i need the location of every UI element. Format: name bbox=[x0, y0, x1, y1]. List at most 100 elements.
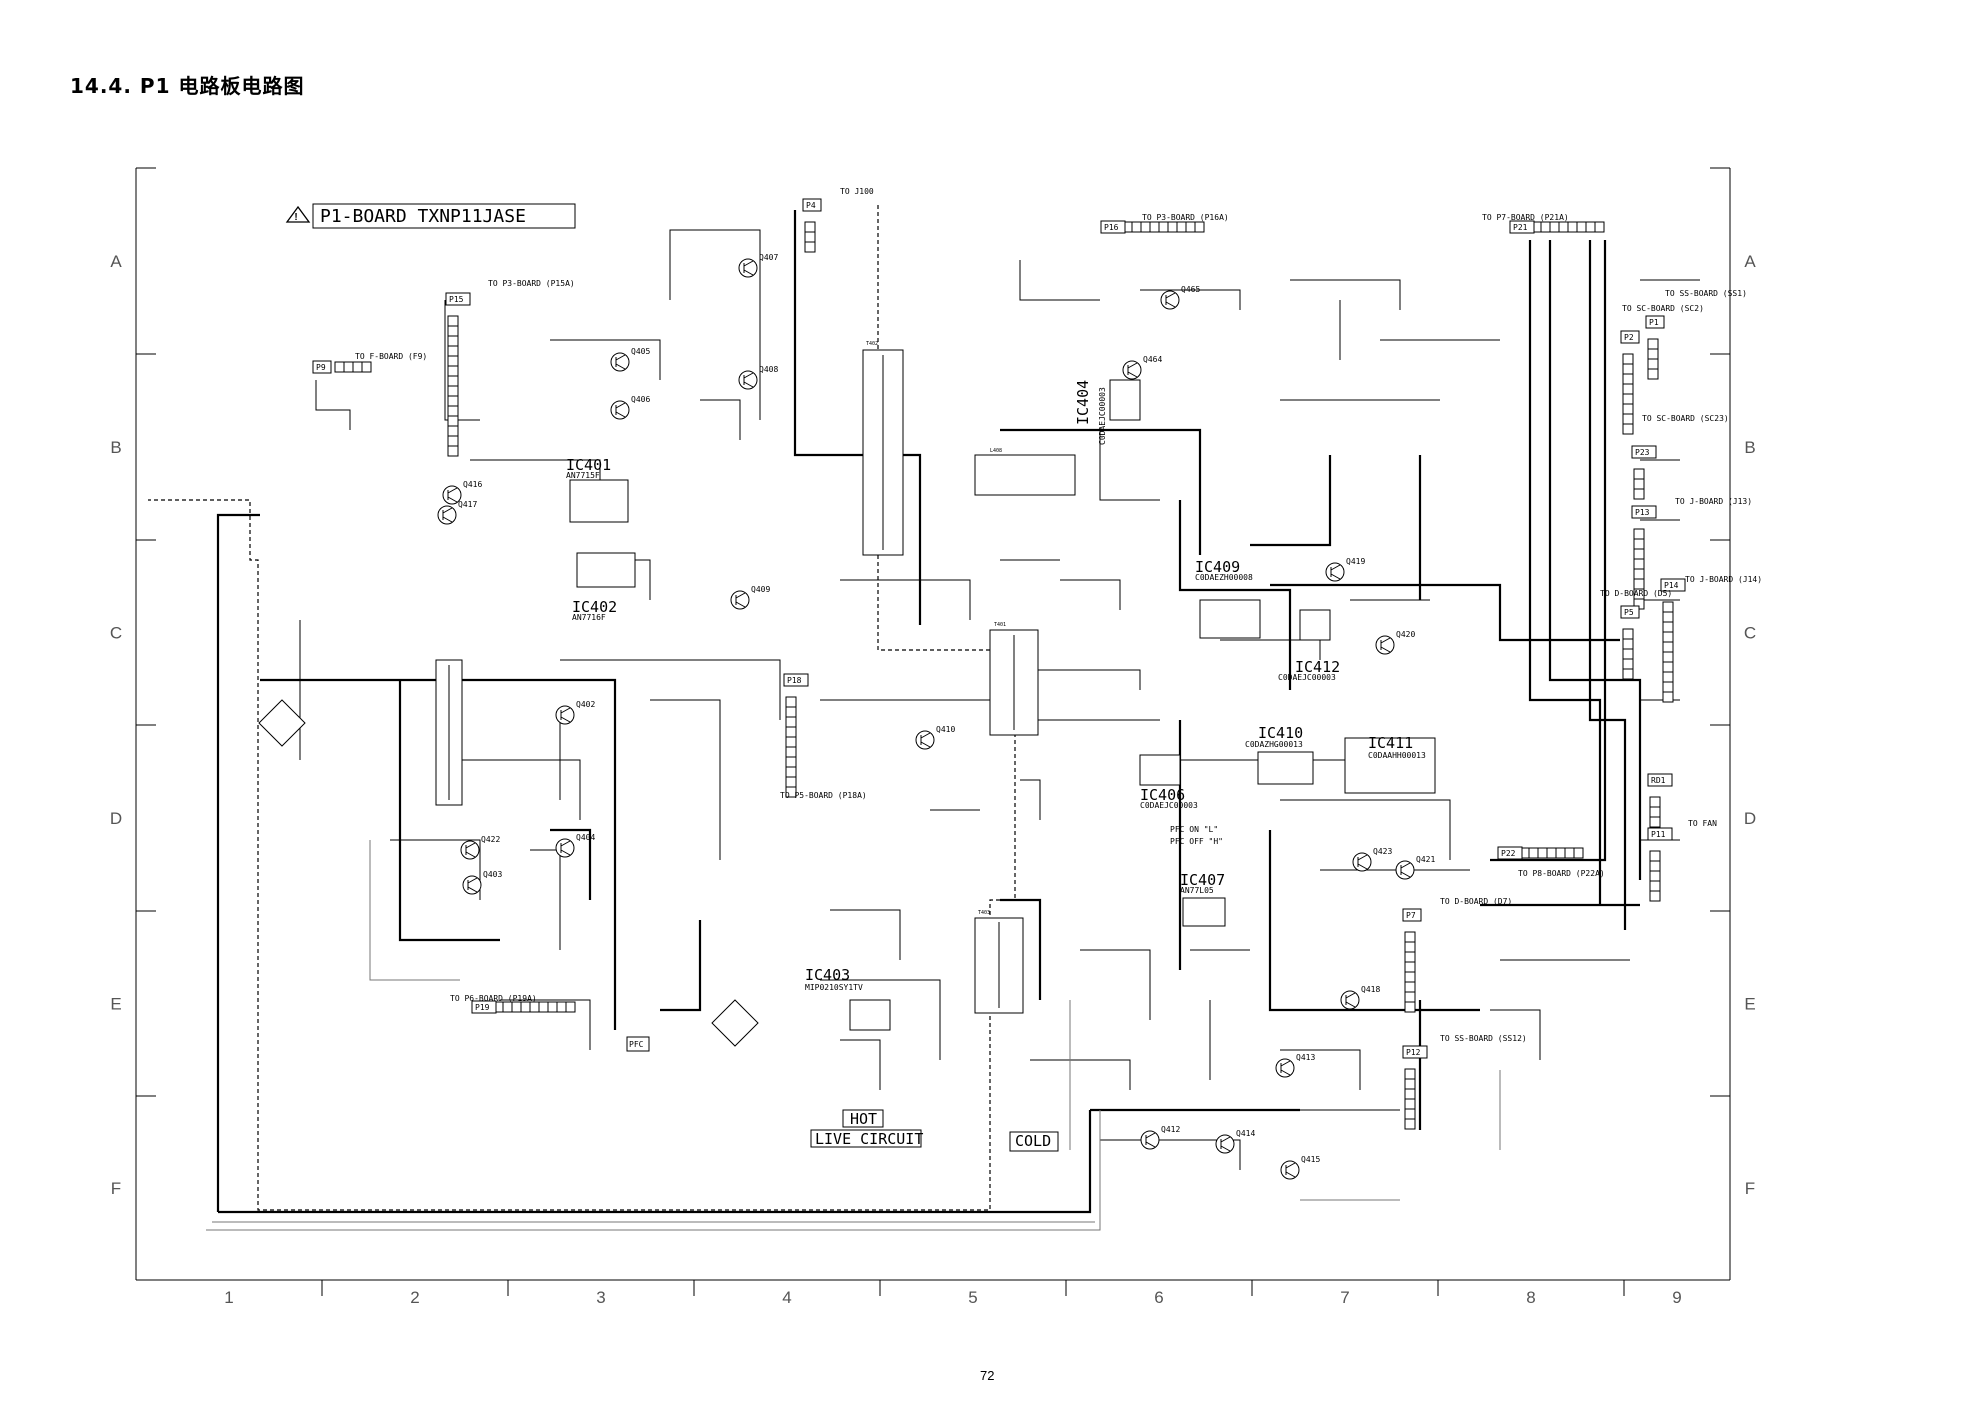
grid-row-label-right: E bbox=[1744, 995, 1755, 1014]
page-number: 72 bbox=[980, 1368, 995, 1383]
ic-name: IC411 bbox=[1368, 734, 1413, 752]
connector-pin-name: P19 bbox=[475, 1003, 490, 1012]
ic-part-number: AN7716F bbox=[572, 613, 606, 622]
transistor-label: Q465 bbox=[1181, 285, 1200, 294]
transistor-q412: Q412 bbox=[1140, 1125, 1180, 1150]
connector-p15: P15 TO P3-BOARD (P15A) bbox=[445, 279, 575, 457]
grey-wires bbox=[206, 840, 1501, 1231]
connector-destination: TO P3-BOARD (P16A) bbox=[1142, 213, 1229, 222]
connector-destination: TO J-BOARD (J13) bbox=[1675, 497, 1752, 506]
pfc-off-label: PFC OFF "H" bbox=[1170, 837, 1223, 846]
grid-row-label-left: F bbox=[111, 1179, 121, 1198]
grid-col-label: 3 bbox=[596, 1288, 605, 1307]
transistor-label: Q415 bbox=[1301, 1155, 1320, 1164]
connector-pin-name: P9 bbox=[316, 363, 326, 372]
transformer-t402: T402 bbox=[862, 341, 904, 556]
connector-destination: TO P6-BOARD (P19A) bbox=[450, 994, 537, 1003]
transistor-q419: Q419 bbox=[1325, 557, 1365, 582]
grid-col-label: 1 bbox=[224, 1288, 233, 1307]
transistor-q465: Q465 bbox=[1160, 285, 1200, 310]
connector-pin-name: P14 bbox=[1664, 581, 1679, 590]
transistor-label: Q412 bbox=[1161, 1125, 1180, 1134]
page-title: 14.4. P1 电路板电路图 bbox=[70, 74, 305, 98]
grid-col-label: 8 bbox=[1526, 1288, 1535, 1307]
connector-destination: TO P3-BOARD (P15A) bbox=[488, 279, 575, 288]
transistor-q464: Q464 bbox=[1122, 355, 1162, 380]
bridge-rectifier-2 bbox=[711, 999, 759, 1047]
hot-label: HOT bbox=[850, 1110, 877, 1128]
transistor-label: Q423 bbox=[1373, 847, 1392, 856]
connector-destination: TO SS-BOARD (SS12) bbox=[1440, 1034, 1527, 1043]
connector-pin-name: P18 bbox=[787, 676, 802, 685]
transistor-q421: Q421 bbox=[1395, 855, 1435, 880]
cold-label: COLD bbox=[1015, 1132, 1051, 1150]
connector-pin-name: P5 bbox=[1624, 608, 1634, 617]
connector-pin-name: P1 bbox=[1649, 318, 1659, 327]
transistor-label: Q402 bbox=[576, 700, 595, 709]
transistor-label: Q421 bbox=[1416, 855, 1435, 864]
connector-p13: P13 TO J-BOARD (J13) bbox=[1631, 497, 1752, 610]
grid-row-label-left: E bbox=[110, 995, 121, 1014]
grid-row-label-left: A bbox=[110, 252, 122, 271]
transistor-label: Q405 bbox=[631, 347, 650, 356]
ic-part-number: MIP0210SY1TV bbox=[805, 983, 863, 992]
connector-pin-name: P2 bbox=[1624, 333, 1634, 342]
grid-row-label-left: B bbox=[110, 438, 121, 457]
transistor-q414: Q414 bbox=[1215, 1129, 1255, 1154]
connector-pin-name: P7 bbox=[1406, 911, 1416, 920]
grid-col-label: 4 bbox=[782, 1288, 791, 1307]
connector-pin-name: P13 bbox=[1635, 508, 1650, 517]
ic-part-number: C0DAAHH00013 bbox=[1368, 751, 1426, 760]
connector-p9: P9 TO F-BOARD (F9) bbox=[312, 352, 427, 374]
transistor-label: Q464 bbox=[1143, 355, 1162, 364]
grid-col-label: 2 bbox=[410, 1288, 419, 1307]
connector-pin-name: RD1 bbox=[1651, 776, 1666, 785]
transistor-label: Q410 bbox=[936, 725, 955, 734]
transistor-q406: Q406 bbox=[610, 395, 650, 420]
transistor-q417: Q417 bbox=[437, 500, 477, 525]
connector-destination: TO J-BOARD (J14) bbox=[1685, 575, 1762, 584]
thin-wires bbox=[299, 229, 1700, 1170]
transformer-t403: T403 bbox=[974, 910, 1024, 1014]
connector-pin-name: P16 bbox=[1104, 223, 1119, 232]
ic-name: IC403 bbox=[805, 966, 850, 984]
transistor-label: Q416 bbox=[463, 480, 482, 489]
transistor-q422: Q422 bbox=[460, 835, 500, 860]
hot-region-boundary bbox=[148, 205, 1016, 1211]
connector-destination: TO SC-BOARD (SC23) bbox=[1642, 414, 1729, 423]
transistor-q416: Q416 bbox=[442, 480, 482, 505]
ic-name: IC409 bbox=[1195, 558, 1240, 576]
connector-destination: TO SC-BOARD (SC2) bbox=[1622, 304, 1704, 313]
transistor-q408: Q408 bbox=[738, 365, 778, 390]
transistor-label: Q407 bbox=[759, 253, 778, 262]
connector-destination: TO F-BOARD (F9) bbox=[355, 352, 427, 361]
grid-ticks bbox=[136, 353, 1730, 1296]
warning-icon bbox=[285, 205, 311, 223]
svg-text:T402: T402 bbox=[866, 341, 878, 347]
ic-name: IC407 bbox=[1180, 871, 1225, 889]
svg-text:T401: T401 bbox=[994, 622, 1006, 628]
svg-text:!: ! bbox=[294, 212, 297, 223]
ic-part-number: AN7715F bbox=[566, 471, 600, 480]
connector-pin-name: P15 bbox=[449, 295, 464, 304]
ic-part-number: C0DAEJC00003 bbox=[1140, 801, 1198, 810]
transistor-label: Q420 bbox=[1396, 630, 1415, 639]
pfc-on-label: PFC ON "L" bbox=[1170, 825, 1218, 834]
pin-header bbox=[435, 659, 463, 806]
transistor-label: Q403 bbox=[483, 870, 502, 879]
transistor-label: Q422 bbox=[481, 835, 500, 844]
